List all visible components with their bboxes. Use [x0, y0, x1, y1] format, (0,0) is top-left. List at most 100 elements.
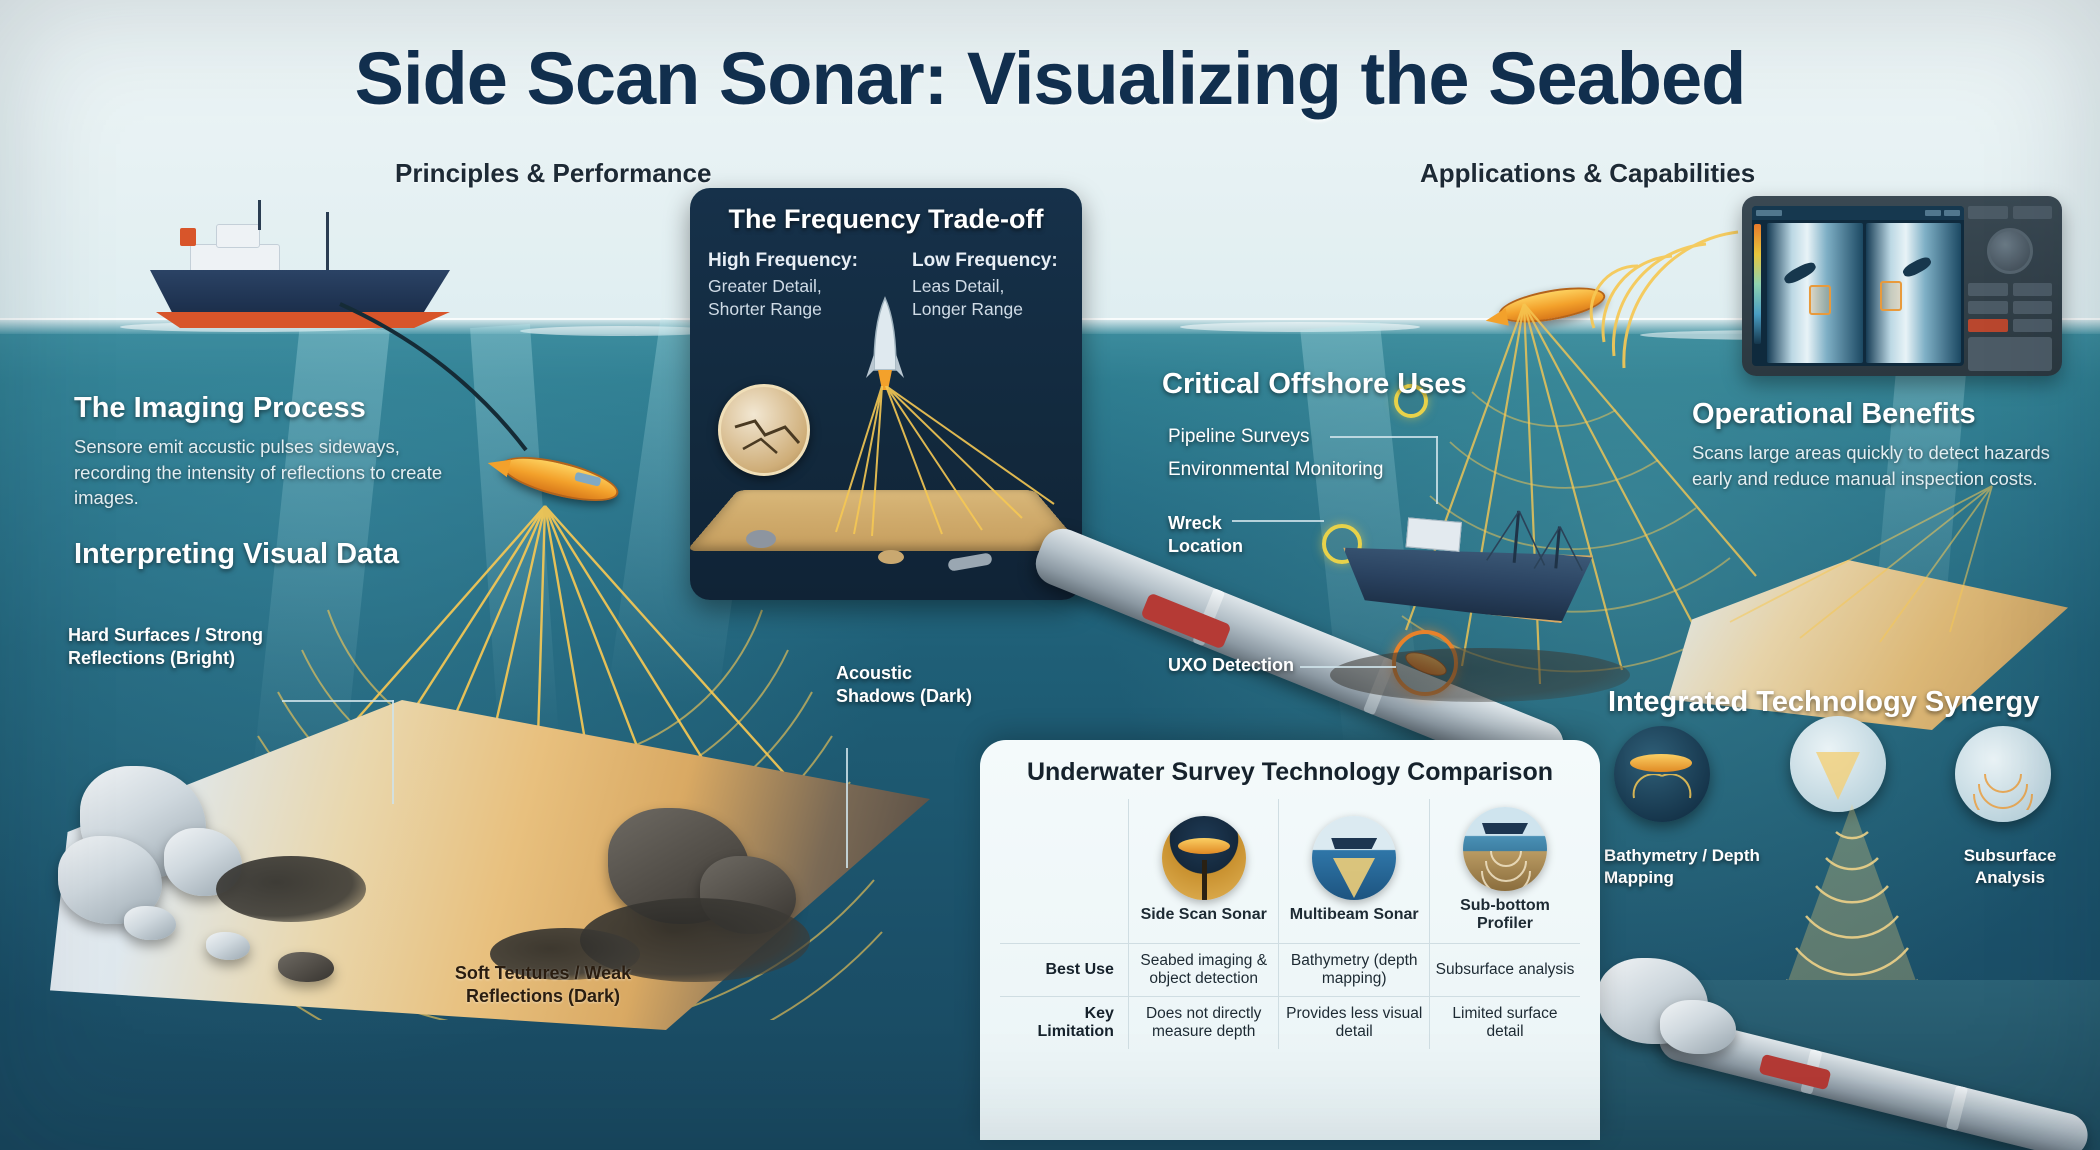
- leader-line-pipeline-vertical: [1436, 436, 1438, 504]
- leader-line-shadow: [846, 748, 848, 868]
- mini-beam: [1632, 774, 1692, 799]
- device-button[interactable]: [2012, 283, 2052, 296]
- vessel-funnel: [180, 228, 196, 246]
- mini-subbottom-waves: [1973, 773, 2033, 810]
- row-label-0: Best Use: [1000, 943, 1129, 997]
- callout-wreck-location: Wreck Location: [1168, 513, 1243, 557]
- interpreting-visual-data-heading: Interpreting Visual Data: [74, 538, 399, 570]
- device-button[interactable]: [2012, 301, 2052, 314]
- shipwreck-icon: [1336, 510, 1603, 648]
- sonar-screen: [1752, 206, 1964, 366]
- sonar-target-trace: [1782, 259, 1818, 287]
- mini-vessel-icon: [1331, 838, 1378, 849]
- synergy-block: Integrated Technology Synergy: [1608, 686, 2048, 728]
- imaging-process-body: Sensore emit accustic pulses sideways, r…: [74, 436, 443, 509]
- screen-chip: [1756, 210, 1782, 216]
- wreck-superstructure: [1405, 517, 1462, 552]
- callout-subsurface-analysis: Subsurface Analysis: [1963, 846, 2057, 887]
- table-row: Key Limitation Does not directly measure…: [1000, 996, 1580, 1049]
- sonar-display-icon: [1742, 196, 2062, 376]
- device-power-button[interactable]: [1968, 319, 2008, 332]
- low-frequency-label: Low Frequency:: [912, 250, 1058, 271]
- frequency-tradeoff-panel: The Frequency Trade-off High Frequency: …: [690, 188, 1082, 600]
- imaging-process-heading: The Imaging Process: [74, 392, 366, 424]
- row-label-1: Key Limitation: [1000, 996, 1129, 1049]
- sonar-target-trace: [1900, 254, 1933, 280]
- frequency-tradeoff-title: The Frequency Trade-off: [728, 204, 1044, 234]
- sonar-waterfall: [1752, 220, 1964, 366]
- cell-1-2: Limited surface detail: [1428, 996, 1580, 1049]
- sonar-device-controls[interactable]: [1968, 206, 2052, 371]
- operational-benefits-body: Scans large areas quickly to detect haza…: [1692, 442, 2050, 489]
- sonar-port-channel: [1767, 223, 1863, 363]
- acoustic-shadow-blob: [216, 856, 366, 922]
- high-frequency-column: High Frequency: Greater Detail, Shorter …: [708, 250, 858, 321]
- seabed-object-rock: [746, 530, 776, 548]
- offshore-uses-block: Critical Offshore Uses: [1162, 368, 1592, 410]
- operational-benefits-block: Operational Benefits Scans large areas q…: [1692, 398, 2092, 491]
- device-keypad[interactable]: [1968, 337, 2052, 371]
- cell-0-2: Subsurface analysis: [1428, 943, 1580, 997]
- operational-benefits-heading: Operational Benefits: [1692, 398, 1976, 430]
- rock-pebble-dark: [278, 952, 334, 982]
- device-button[interactable]: [2012, 319, 2052, 332]
- pipeline-joint: [1945, 1085, 1969, 1131]
- rock-pebble: [206, 932, 250, 960]
- synergy-rock: [1660, 1000, 1736, 1054]
- screen-chip: [1925, 210, 1941, 216]
- acoustic-shadow-blob: [490, 928, 640, 980]
- device-rotary-dial[interactable]: [1987, 228, 2033, 274]
- multibeam-vessel-icon: [1312, 816, 1397, 900]
- table-row: Best Use Seabed imaging & object detecti…: [1000, 943, 1580, 997]
- pipeline-survey-marker: [1394, 384, 1428, 418]
- page-title: Side Scan Sonar: Visualizing the Seabed: [354, 37, 1747, 120]
- detail-magnifier-icon: [718, 384, 810, 476]
- rock-pebble: [124, 906, 176, 940]
- high-frequency-beams: [835, 386, 883, 536]
- comparison-card: Underwater Survey Technology Comparison …: [980, 740, 1600, 1140]
- leader-line-pipeline: [1330, 436, 1438, 438]
- interpreting-visual-data-block: Interpreting Visual Data: [74, 538, 474, 580]
- high-frequency-detail: Greater Detail, Shorter Range: [708, 276, 822, 319]
- column-header-label-1: Multibeam Sonar: [1289, 906, 1419, 923]
- column-header-2: Sub-bottom Profiler: [1428, 799, 1580, 944]
- mini-multibeam-cone: [1333, 858, 1376, 898]
- column-header-1: Multibeam Sonar: [1278, 799, 1430, 944]
- device-button[interactable]: [1968, 283, 2008, 296]
- offshore-uses-heading: Critical Offshore Uses: [1162, 368, 1467, 400]
- section-heading-right: Applications & Capabilities: [1420, 158, 1756, 188]
- mini-towfish-icon: [1630, 754, 1692, 772]
- leader-line-uxo: [1300, 666, 1396, 668]
- mini-shadow-column: [1201, 860, 1207, 900]
- leader-line-hard: [282, 700, 394, 702]
- cell-0-1: Bathymetry (depth mapping): [1278, 943, 1430, 997]
- low-frequency-beams: [885, 386, 1055, 535]
- device-button[interactable]: [1968, 206, 2008, 219]
- callout-hard-surfaces: Hard Surfaces / Strong Reflections (Brig…: [68, 625, 264, 669]
- seabed-terrain-left: [20, 660, 980, 1080]
- tow-cable: [339, 302, 528, 452]
- cell-0-0: Seabed imaging & object detection: [1127, 943, 1279, 997]
- rocket-icon: [866, 296, 904, 390]
- subbottom-vessel-icon: [1462, 807, 1547, 891]
- seabed-object-debris: [947, 552, 993, 572]
- sonar-target-box: [1879, 281, 1902, 311]
- device-button[interactable]: [2012, 206, 2052, 219]
- auv-acoustic-waves: [1589, 230, 1739, 369]
- vessel-mast: [326, 212, 329, 274]
- device-button[interactable]: [1968, 301, 2008, 314]
- slope-survey-beams: [1729, 485, 1993, 643]
- callout-bathymetry-depth-mapping: Bathymetry / Depth Mapping: [1604, 846, 1760, 887]
- callout-pipeline-surveys: Pipeline Surveys: [1168, 426, 1310, 447]
- sonar-target-box: [1809, 285, 1831, 315]
- cell-1-0: Does not directly measure depth: [1127, 996, 1279, 1049]
- leader-line-hard-vertical: [392, 700, 394, 804]
- screen-chip: [1944, 210, 1960, 216]
- callout-soft-textures: Soft Teutures / Weak Reflections (Dark): [454, 963, 632, 1007]
- vessel-mast: [258, 200, 261, 230]
- synergy-heading: Integrated Technology Synergy: [1608, 686, 2040, 718]
- wreck-shadow: [1330, 648, 1630, 702]
- imaging-process-block: The Imaging Process Sensore emit accusti…: [74, 392, 474, 511]
- comparison-title: Underwater Survey Technology Comparison: [1026, 758, 1554, 786]
